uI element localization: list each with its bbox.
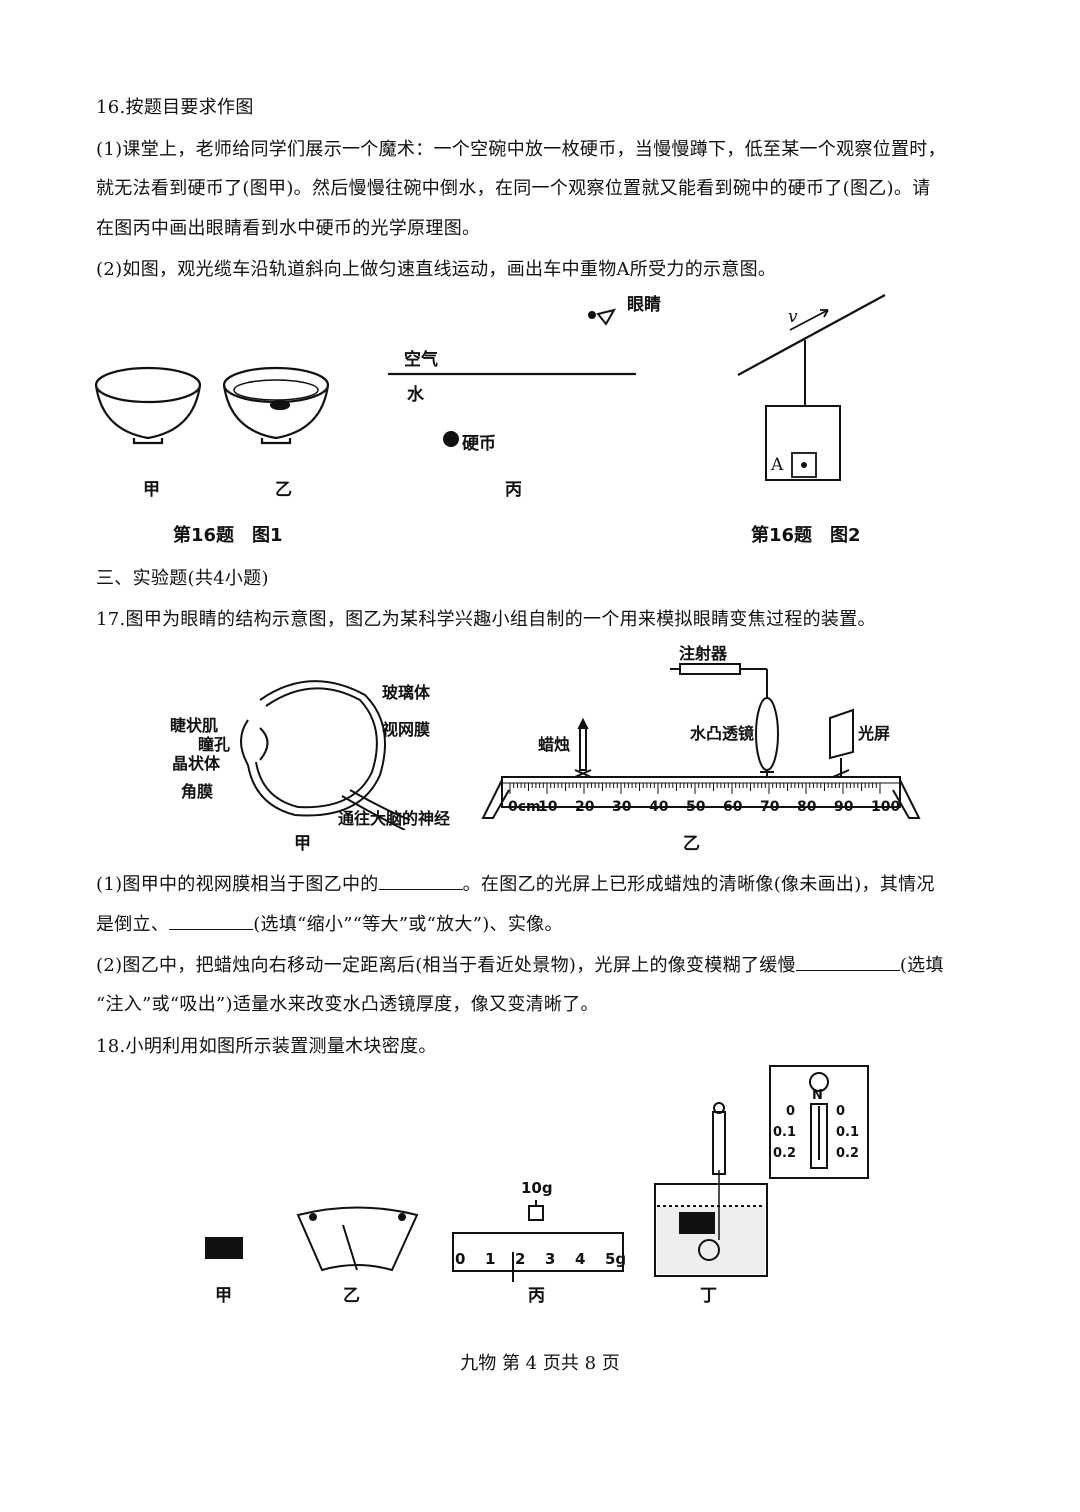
- label-screen: 光屏: [858, 724, 891, 743]
- bowls-figure: [94, 366, 330, 445]
- balance-beam-scale: [452, 1200, 624, 1282]
- spring-left-label: 0: [786, 1104, 796, 1119]
- bench-tick-label: 90: [834, 799, 854, 815]
- bench-tick-label: 20: [575, 799, 595, 815]
- label-yi-17: 乙: [683, 834, 700, 854]
- coin-icon: [443, 431, 459, 447]
- bench-tick-label: 70: [760, 799, 780, 815]
- q17-p1-line1: (1)图甲中的视网膜相当于图乙中的 。在图乙的光屏上已形成蜡烛的清晰像(像未画出)…: [96, 871, 935, 898]
- optical-bench-figure: [481, 663, 921, 819]
- label-mass: 10g: [521, 1179, 553, 1197]
- label-air: 空气: [404, 350, 438, 370]
- q16-p1-line1: (1)课堂上，老师给同学们展示一个魔术：一个空碗中放一枚硬币，当慢慢蹲下，低至某…: [96, 139, 946, 160]
- label-vitreous: 玻璃体: [382, 683, 431, 702]
- label-ciliary: 睫状肌: [170, 716, 219, 735]
- label-candle: 蜡烛: [538, 735, 571, 754]
- weight-a: [791, 452, 817, 478]
- q16-p1-line2: 就无法看到硬币了(图甲)。然后慢慢往碗中倒水，在同一个观察位置就又能看到碗中的硬…: [96, 178, 931, 199]
- label-ding-18: 丁: [700, 1286, 717, 1306]
- label-yi-18: 乙: [343, 1286, 360, 1306]
- label-pupil: 瞳孔: [198, 735, 231, 754]
- label-syringe: 注射器: [679, 644, 728, 663]
- refraction-figure: [388, 308, 636, 447]
- balance-tick-label: 2: [515, 1250, 526, 1268]
- fig2-caption: 第16题 图2: [751, 525, 861, 546]
- q17-title: 17.图甲为眼睛的结构示意图，图乙为某科学兴趣小组自制的一个用来模拟眼睛变焦过程…: [96, 609, 876, 630]
- spring-right-label: 0.1: [836, 1125, 860, 1140]
- cable-car: [765, 405, 841, 481]
- wood-block: [205, 1237, 243, 1259]
- bench-tick-label: 30: [612, 799, 632, 815]
- label-eye: 眼睛: [627, 295, 661, 315]
- label-water: 水: [407, 385, 424, 405]
- eye-structure-figure: [240, 680, 411, 830]
- spring-right-label: 0: [836, 1104, 846, 1119]
- balance-tick-label: 4: [575, 1250, 586, 1268]
- bench-tick-label: 0cm: [508, 799, 541, 815]
- bench-tick-label: 40: [649, 799, 669, 815]
- balance-tick-label: 5g: [605, 1250, 627, 1268]
- track: [737, 294, 886, 376]
- label-v: v: [788, 307, 798, 327]
- eye-icon: [596, 308, 617, 326]
- label-lens: 晶状体: [172, 754, 221, 773]
- label-bing-16: 丙: [505, 480, 522, 500]
- q17-p2-text-a: (2)图乙中，把蜡烛向右移动一定距离后(相当于看近处景物)，光屏上的像变模糊了缓…: [96, 955, 796, 976]
- label-nerve: 通往大脑的神经: [338, 809, 451, 828]
- q16-p2: (2)如图，观光缆车沿轨道斜向上做匀速直线运动，画出车中重物A所受力的示意图。: [96, 259, 777, 280]
- section3-heading: 三、实验题(共4小题): [96, 568, 269, 589]
- label-cornea: 角膜: [181, 782, 214, 801]
- q17-p1-text-b: 。在图乙的光屏上已形成蜡烛的清晰像(像未画出)，其情况: [462, 874, 935, 895]
- answer-blank-2[interactable]: [169, 911, 254, 930]
- label-jia-18: 甲: [215, 1286, 232, 1306]
- bench-tick-label: 10: [538, 799, 558, 815]
- balance-tick-label: 3: [545, 1250, 556, 1268]
- balance-tick-label: 0: [455, 1250, 466, 1268]
- q16-p1-line3: 在图丙中画出眼睛看到水中硬币的光学原理图。: [96, 218, 481, 239]
- q17-p1-line2: 是倒立、 (选填“缩小”“等大”或“放大”)、实像。: [96, 911, 563, 938]
- q17-p1-text-d: (选填“缩小”“等大”或“放大”)、实像。: [253, 914, 563, 935]
- label-yi-16: 乙: [275, 480, 292, 500]
- label-a: A: [771, 455, 784, 475]
- bench-tick-label: 60: [723, 799, 743, 815]
- q18-title: 18.小明利用如图所示装置测量木块密度。: [96, 1036, 437, 1057]
- bench-tick-label: 50: [686, 799, 706, 815]
- spring-left-label: 0.2: [773, 1146, 797, 1161]
- empty-bowl: [94, 366, 202, 445]
- balance-tick-label: 1: [485, 1250, 496, 1268]
- q16-title: 16.按题目要求作图: [96, 97, 254, 118]
- spring-right-label: 0.2: [836, 1146, 860, 1161]
- label-coin: 硬币: [462, 434, 496, 454]
- q17-p2-text-b: (选填: [899, 955, 944, 976]
- q17-p1-text-c: 是倒立、: [96, 914, 170, 935]
- spring-scale-inset: [769, 1065, 869, 1179]
- label-bing-18: 丙: [528, 1286, 545, 1306]
- q17-p2-line1: (2)图乙中，把蜡烛向右移动一定距离后(相当于看近处景物)，光屏上的像变模糊了缓…: [96, 952, 944, 979]
- water-bowl: [222, 366, 330, 445]
- cable-car-figure: [737, 294, 886, 481]
- q17-p1-text-a: (1)图甲中的视网膜相当于图乙中的: [96, 874, 379, 895]
- beaker: [654, 1102, 768, 1277]
- q17-p2-line2: “注入”或“吸出”)适量水来改变水凸透镜厚度，像又变清晰了。: [96, 994, 599, 1015]
- bench-tick-label: 100: [871, 799, 901, 815]
- answer-blank-1[interactable]: [378, 871, 463, 890]
- spring-left-label: 0.1: [773, 1125, 797, 1140]
- label-water-lens: 水凸透镜: [690, 724, 755, 743]
- density-figure: [205, 1065, 869, 1282]
- bench-tick-label: 80: [797, 799, 817, 815]
- answer-blank-3[interactable]: [795, 952, 900, 971]
- fig1-caption: 第16题 图1: [173, 525, 283, 546]
- balance-dial: [296, 1206, 419, 1272]
- label-jia-16: 甲: [143, 480, 160, 500]
- label-retina: 视网膜: [382, 720, 431, 739]
- label-jia-17: 甲: [294, 834, 311, 854]
- page-footer: 九物 第 4 页共 8 页: [460, 1353, 620, 1374]
- label-n: N: [812, 1088, 823, 1103]
